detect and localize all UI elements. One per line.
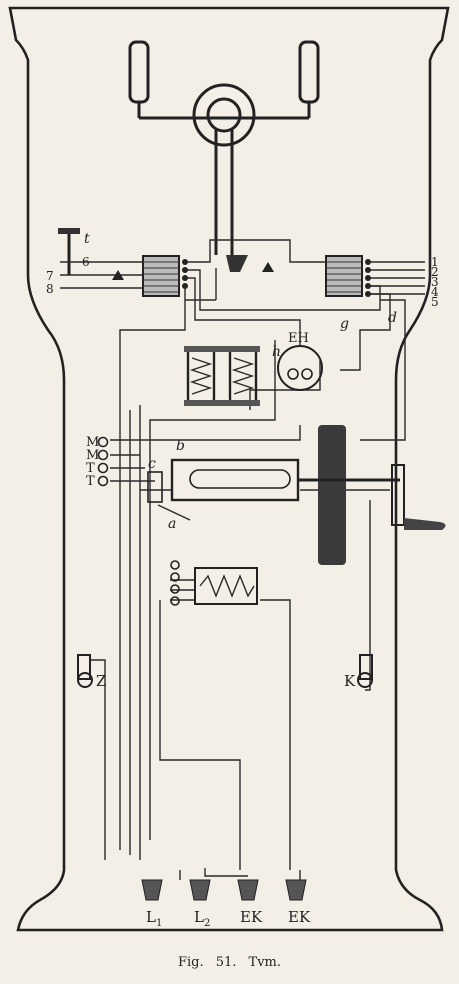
- label-h: h: [272, 344, 281, 360]
- eh-indicator: [277, 345, 323, 391]
- label-l1: L1: [146, 908, 162, 929]
- label-ek2: EK: [288, 908, 311, 926]
- label-l2: L2: [194, 908, 210, 929]
- label-k: K: [344, 672, 356, 690]
- label-t1: T: [86, 461, 95, 476]
- label-eh: EH: [288, 331, 309, 346]
- label-4: 4: [431, 285, 439, 299]
- magneto-generator: [170, 425, 446, 565]
- coil-terminals: [170, 560, 180, 606]
- label-8: 8: [46, 282, 54, 296]
- label-c: c: [148, 456, 156, 472]
- left-terminal-block: [142, 255, 188, 297]
- label-t2: T: [86, 474, 95, 489]
- label-g: g: [340, 316, 349, 332]
- right-terminal-block: [325, 255, 371, 297]
- left-terminals: [97, 436, 109, 487]
- label-d: d: [388, 310, 397, 326]
- bracket-z: [77, 654, 93, 688]
- wiring: [90, 239, 406, 880]
- label-b: b: [176, 438, 185, 454]
- bracket-k: [357, 654, 373, 688]
- label-5: 5: [431, 295, 439, 309]
- label-a: a: [168, 516, 176, 532]
- label-7: 7: [46, 269, 54, 283]
- label-1: 1: [431, 255, 439, 269]
- case-outline: [8, 6, 450, 932]
- label-z: Z: [96, 672, 106, 690]
- plug-t: [58, 228, 80, 275]
- figure-caption: Fig. 51. Tvm.: [177, 955, 282, 970]
- handset: [128, 40, 320, 255]
- bottom-terminals: [141, 879, 307, 901]
- label-6: 6: [82, 255, 90, 269]
- resistance-element: [194, 567, 258, 605]
- label-m2: M: [86, 448, 99, 463]
- induction-coils: [184, 346, 260, 406]
- label-2: 2: [431, 265, 439, 279]
- label-3: 3: [431, 275, 439, 289]
- label-m1: M: [86, 435, 99, 450]
- label-ek1: EK: [240, 908, 263, 926]
- contact-switch: [140, 471, 191, 521]
- label-t: t: [84, 231, 90, 247]
